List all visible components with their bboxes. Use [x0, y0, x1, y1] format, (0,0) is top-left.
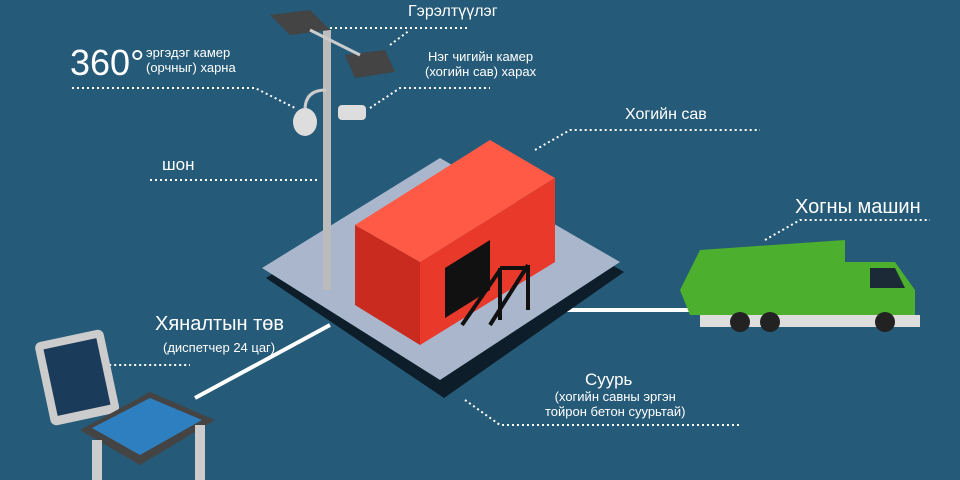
label-truck: Хогны машин: [795, 196, 921, 218]
container-top: [355, 140, 555, 262]
label-control-center-sub: (диспетчер 24 цаг): [163, 340, 276, 355]
stairs: [460, 263, 530, 327]
container-side: [355, 225, 420, 345]
connection-line-control: [194, 323, 331, 400]
label-control-center: Хяналтын төв: [155, 313, 285, 335]
control-tablets: [35, 329, 215, 480]
lamp-right: [345, 50, 395, 78]
label-fixed-camera: Нэг чигийн камер(хогийн сав) харах: [425, 49, 537, 79]
label-lighting: Гэрэлтүүлэг: [408, 3, 498, 20]
pole: [323, 30, 331, 290]
fixed-camera: [338, 105, 366, 120]
garbage-truck: [680, 240, 920, 332]
label-360: 360°: [70, 42, 145, 83]
container-door: [445, 240, 490, 318]
label-rotating-camera: эргэдэг камер(орчныг) харна: [146, 45, 236, 75]
dome-camera: [293, 108, 317, 136]
label-foundation: Суурь: [585, 370, 633, 389]
label-bin: Хогийн сав: [625, 106, 707, 123]
label-pole: шон: [162, 155, 195, 174]
lamp-left: [270, 10, 330, 35]
